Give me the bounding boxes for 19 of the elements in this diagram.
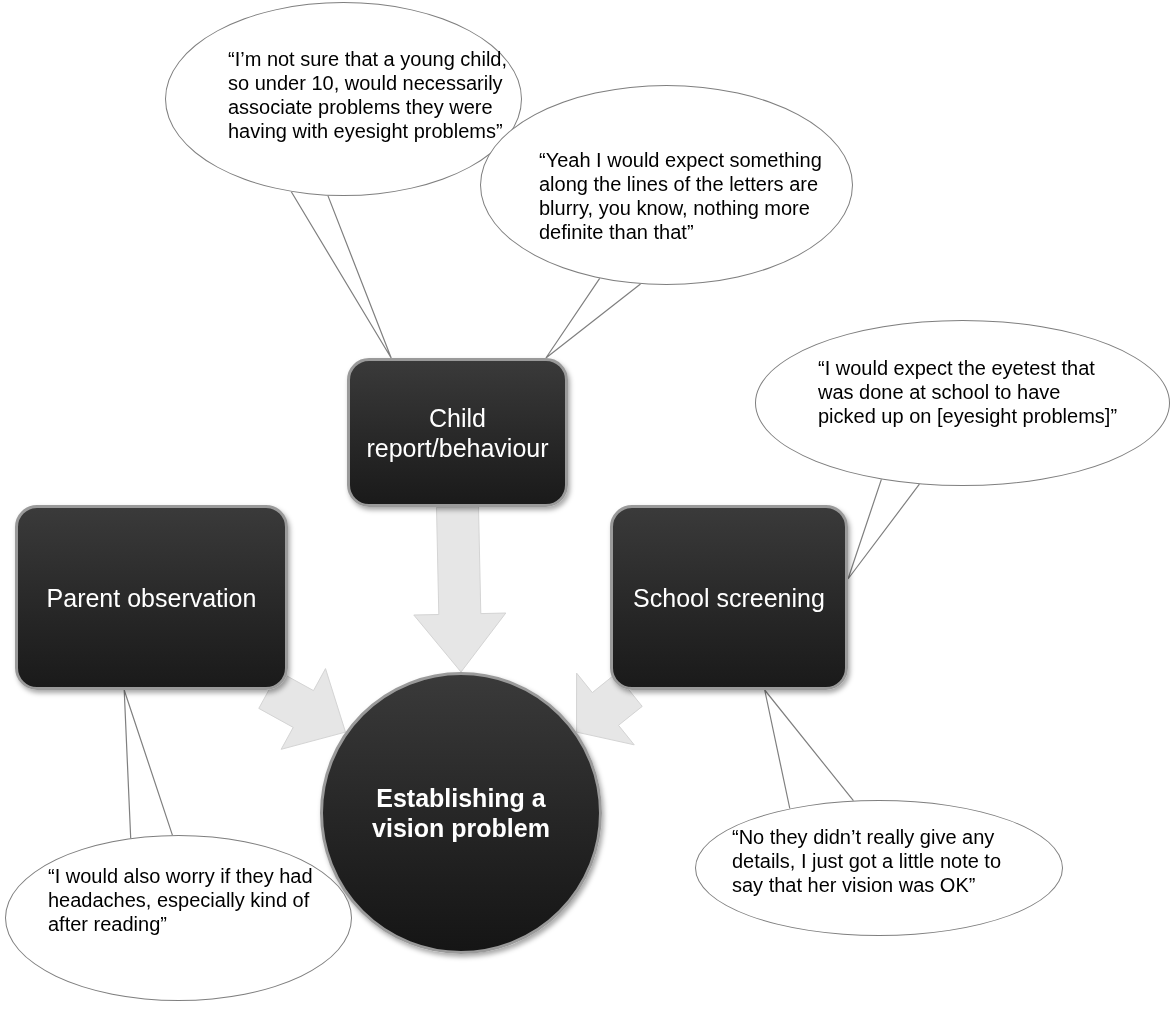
box-label: Child report/behaviour — [365, 402, 550, 463]
block-arrow — [576, 672, 643, 746]
block-arrow — [413, 506, 507, 673]
process-box — [347, 358, 568, 507]
speech-bubble-tail — [123, 689, 173, 839]
quote-text: “I would expect the eyetest that was done at school to have picked up on [eyesight problems]” — [818, 356, 1118, 428]
box-label: School screening — [633, 582, 825, 613]
process-box — [15, 505, 288, 690]
quote-text: “I’m not sure that a young child, so under 10, would necessarily associate problems they were having with eyesight problems” — [228, 47, 509, 143]
speech-bubble-tail — [545, 277, 642, 359]
quote-text: “I would also worry if they had headaches, especially kind of after reading” — [48, 864, 314, 936]
circle-label: Establishing a vision problem — [371, 783, 551, 843]
box-label: Parent observation — [46, 582, 257, 613]
speech-bubble-tail — [290, 191, 392, 359]
process-box — [610, 505, 848, 690]
quote-text: “Yeah I would expect something along the lines of the letters are blurry, you know, nothing more definite than that” — [539, 148, 823, 244]
block-arrow — [258, 668, 346, 750]
speech-bubble-tail — [847, 478, 920, 580]
quote-text: “No they didn’t really give any details, I just got a little note to say that her vision was OK” — [732, 825, 1003, 897]
